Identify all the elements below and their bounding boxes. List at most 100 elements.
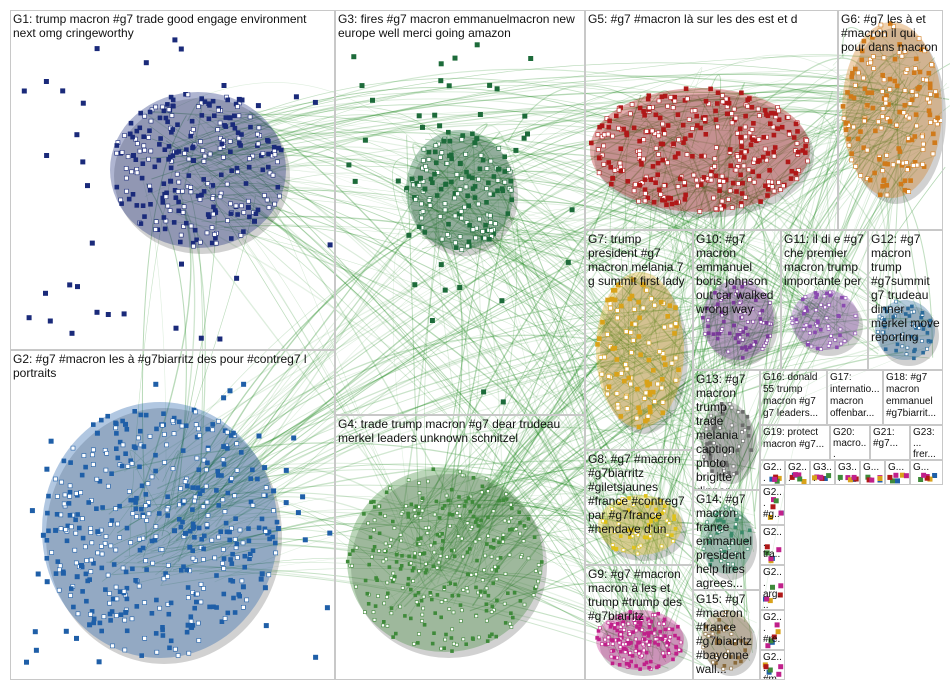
node	[180, 448, 186, 453]
edge	[491, 317, 934, 570]
node	[135, 141, 140, 146]
node	[503, 571, 508, 576]
node	[263, 485, 269, 491]
node	[493, 221, 498, 226]
node	[53, 571, 59, 576]
node	[247, 214, 252, 220]
node	[423, 526, 428, 530]
node	[123, 569, 129, 575]
cluster-shadow	[114, 98, 290, 254]
node	[221, 462, 227, 467]
node	[114, 143, 120, 148]
node	[137, 464, 142, 470]
edge	[435, 149, 674, 231]
node	[99, 543, 104, 549]
node	[212, 113, 217, 118]
node	[491, 509, 496, 514]
node	[263, 529, 269, 534]
edge	[219, 169, 638, 322]
edge	[174, 170, 668, 648]
node	[182, 479, 188, 484]
node	[485, 542, 489, 546]
node	[123, 166, 129, 171]
node	[507, 527, 512, 532]
node	[190, 555, 196, 561]
group-panel-g8: G8: #g7 #macron #g7biarritz #giletsjaune…	[585, 450, 693, 565]
node	[488, 158, 494, 164]
node	[91, 447, 96, 453]
node	[655, 172, 661, 177]
node	[776, 180, 782, 185]
node	[120, 565, 126, 571]
node	[484, 200, 489, 205]
node	[376, 594, 380, 598]
edge	[468, 172, 734, 309]
node	[178, 239, 183, 245]
edge	[643, 128, 697, 163]
edge	[665, 204, 754, 657]
node	[465, 572, 470, 577]
edge	[170, 460, 721, 524]
node	[104, 450, 109, 456]
node	[474, 585, 478, 590]
edge	[456, 217, 934, 317]
node	[400, 553, 404, 558]
edge	[801, 57, 936, 310]
node	[209, 537, 215, 543]
node	[479, 490, 484, 495]
node	[200, 148, 206, 153]
node	[420, 496, 425, 501]
node	[451, 610, 456, 615]
node	[596, 170, 602, 176]
node	[49, 550, 54, 555]
edge	[496, 182, 612, 657]
node	[454, 172, 460, 177]
group-panel-g25: G2...	[785, 460, 810, 485]
node	[171, 220, 177, 225]
node	[442, 207, 448, 213]
node	[656, 98, 662, 104]
node	[609, 181, 614, 187]
node	[109, 518, 115, 523]
edge	[435, 148, 760, 574]
node	[467, 547, 472, 551]
edge	[190, 91, 699, 144]
node	[139, 175, 145, 181]
node	[487, 237, 492, 242]
node	[216, 503, 221, 508]
group-label-g24: G2... #m...	[763, 462, 782, 484]
node	[136, 583, 142, 589]
node	[175, 122, 180, 127]
edge	[208, 109, 634, 346]
node	[480, 157, 486, 163]
edge	[192, 81, 706, 194]
node	[142, 113, 147, 119]
group-panel-g16: G16: donald 55 trump macron #g7 g7 leade…	[760, 370, 827, 425]
node	[805, 158, 811, 164]
node	[512, 590, 517, 595]
edge	[487, 170, 824, 330]
edge	[437, 110, 895, 216]
node	[504, 497, 509, 501]
edge	[471, 129, 662, 641]
node	[697, 209, 703, 214]
edge	[184, 132, 501, 544]
group-panel-g11: G11: il di e #g7 che premier macron trum…	[781, 230, 868, 370]
node	[737, 126, 743, 132]
edge	[157, 185, 715, 313]
edge	[218, 182, 635, 372]
edge	[482, 526, 736, 553]
node	[173, 195, 179, 200]
node	[130, 192, 136, 197]
node	[610, 133, 615, 139]
node	[255, 141, 261, 147]
node	[465, 193, 470, 198]
node	[101, 614, 107, 620]
node	[181, 204, 187, 209]
edge	[148, 112, 830, 312]
node	[440, 506, 445, 511]
group-label-g4: G4: trade trump macron #g7 dear trudeau …	[338, 417, 561, 445]
node	[463, 184, 469, 190]
node	[176, 208, 181, 214]
edge	[215, 215, 754, 332]
